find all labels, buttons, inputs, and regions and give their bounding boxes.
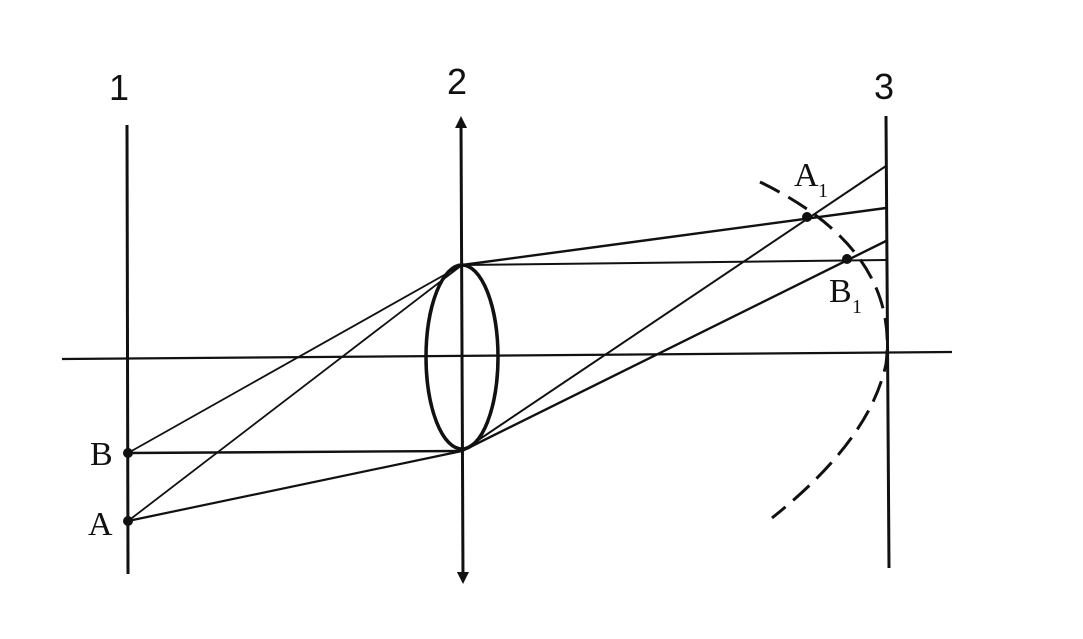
ray-bottom-to-b1	[461, 239, 887, 453]
plane-3-label: 3	[874, 66, 894, 107]
ray-top-to-a1	[461, 206, 887, 267]
point-b-label: B	[90, 436, 113, 473]
optical-axis	[61, 350, 953, 361]
plane-3-line	[884, 115, 891, 569]
ray-top-to-b1	[461, 259, 887, 266]
plane-1-line	[125, 124, 130, 575]
ray-b-to-lens-top	[127, 264, 463, 454]
point-a-label: A	[88, 506, 113, 543]
point-b1-label: B	[829, 273, 852, 310]
plane-2-label: 2	[447, 61, 467, 102]
image-curve	[759, 180, 889, 520]
lens-axis-arrow	[455, 116, 469, 584]
ray-a-to-lens-bottom	[127, 449, 463, 523]
point-b	[123, 448, 133, 458]
ray-b-to-lens-bottom	[127, 449, 463, 455]
point-a1-subscript: 1	[818, 180, 828, 202]
point-b1	[842, 254, 852, 264]
ray-a-to-lens-top	[127, 264, 463, 522]
ray-bottom-to-a1	[461, 165, 887, 452]
point-a1-label: A	[794, 157, 819, 194]
point-b1-subscript: 1	[852, 296, 862, 318]
point-a	[123, 516, 133, 526]
plane-1-label: 1	[109, 67, 129, 108]
point-a1	[802, 212, 812, 222]
